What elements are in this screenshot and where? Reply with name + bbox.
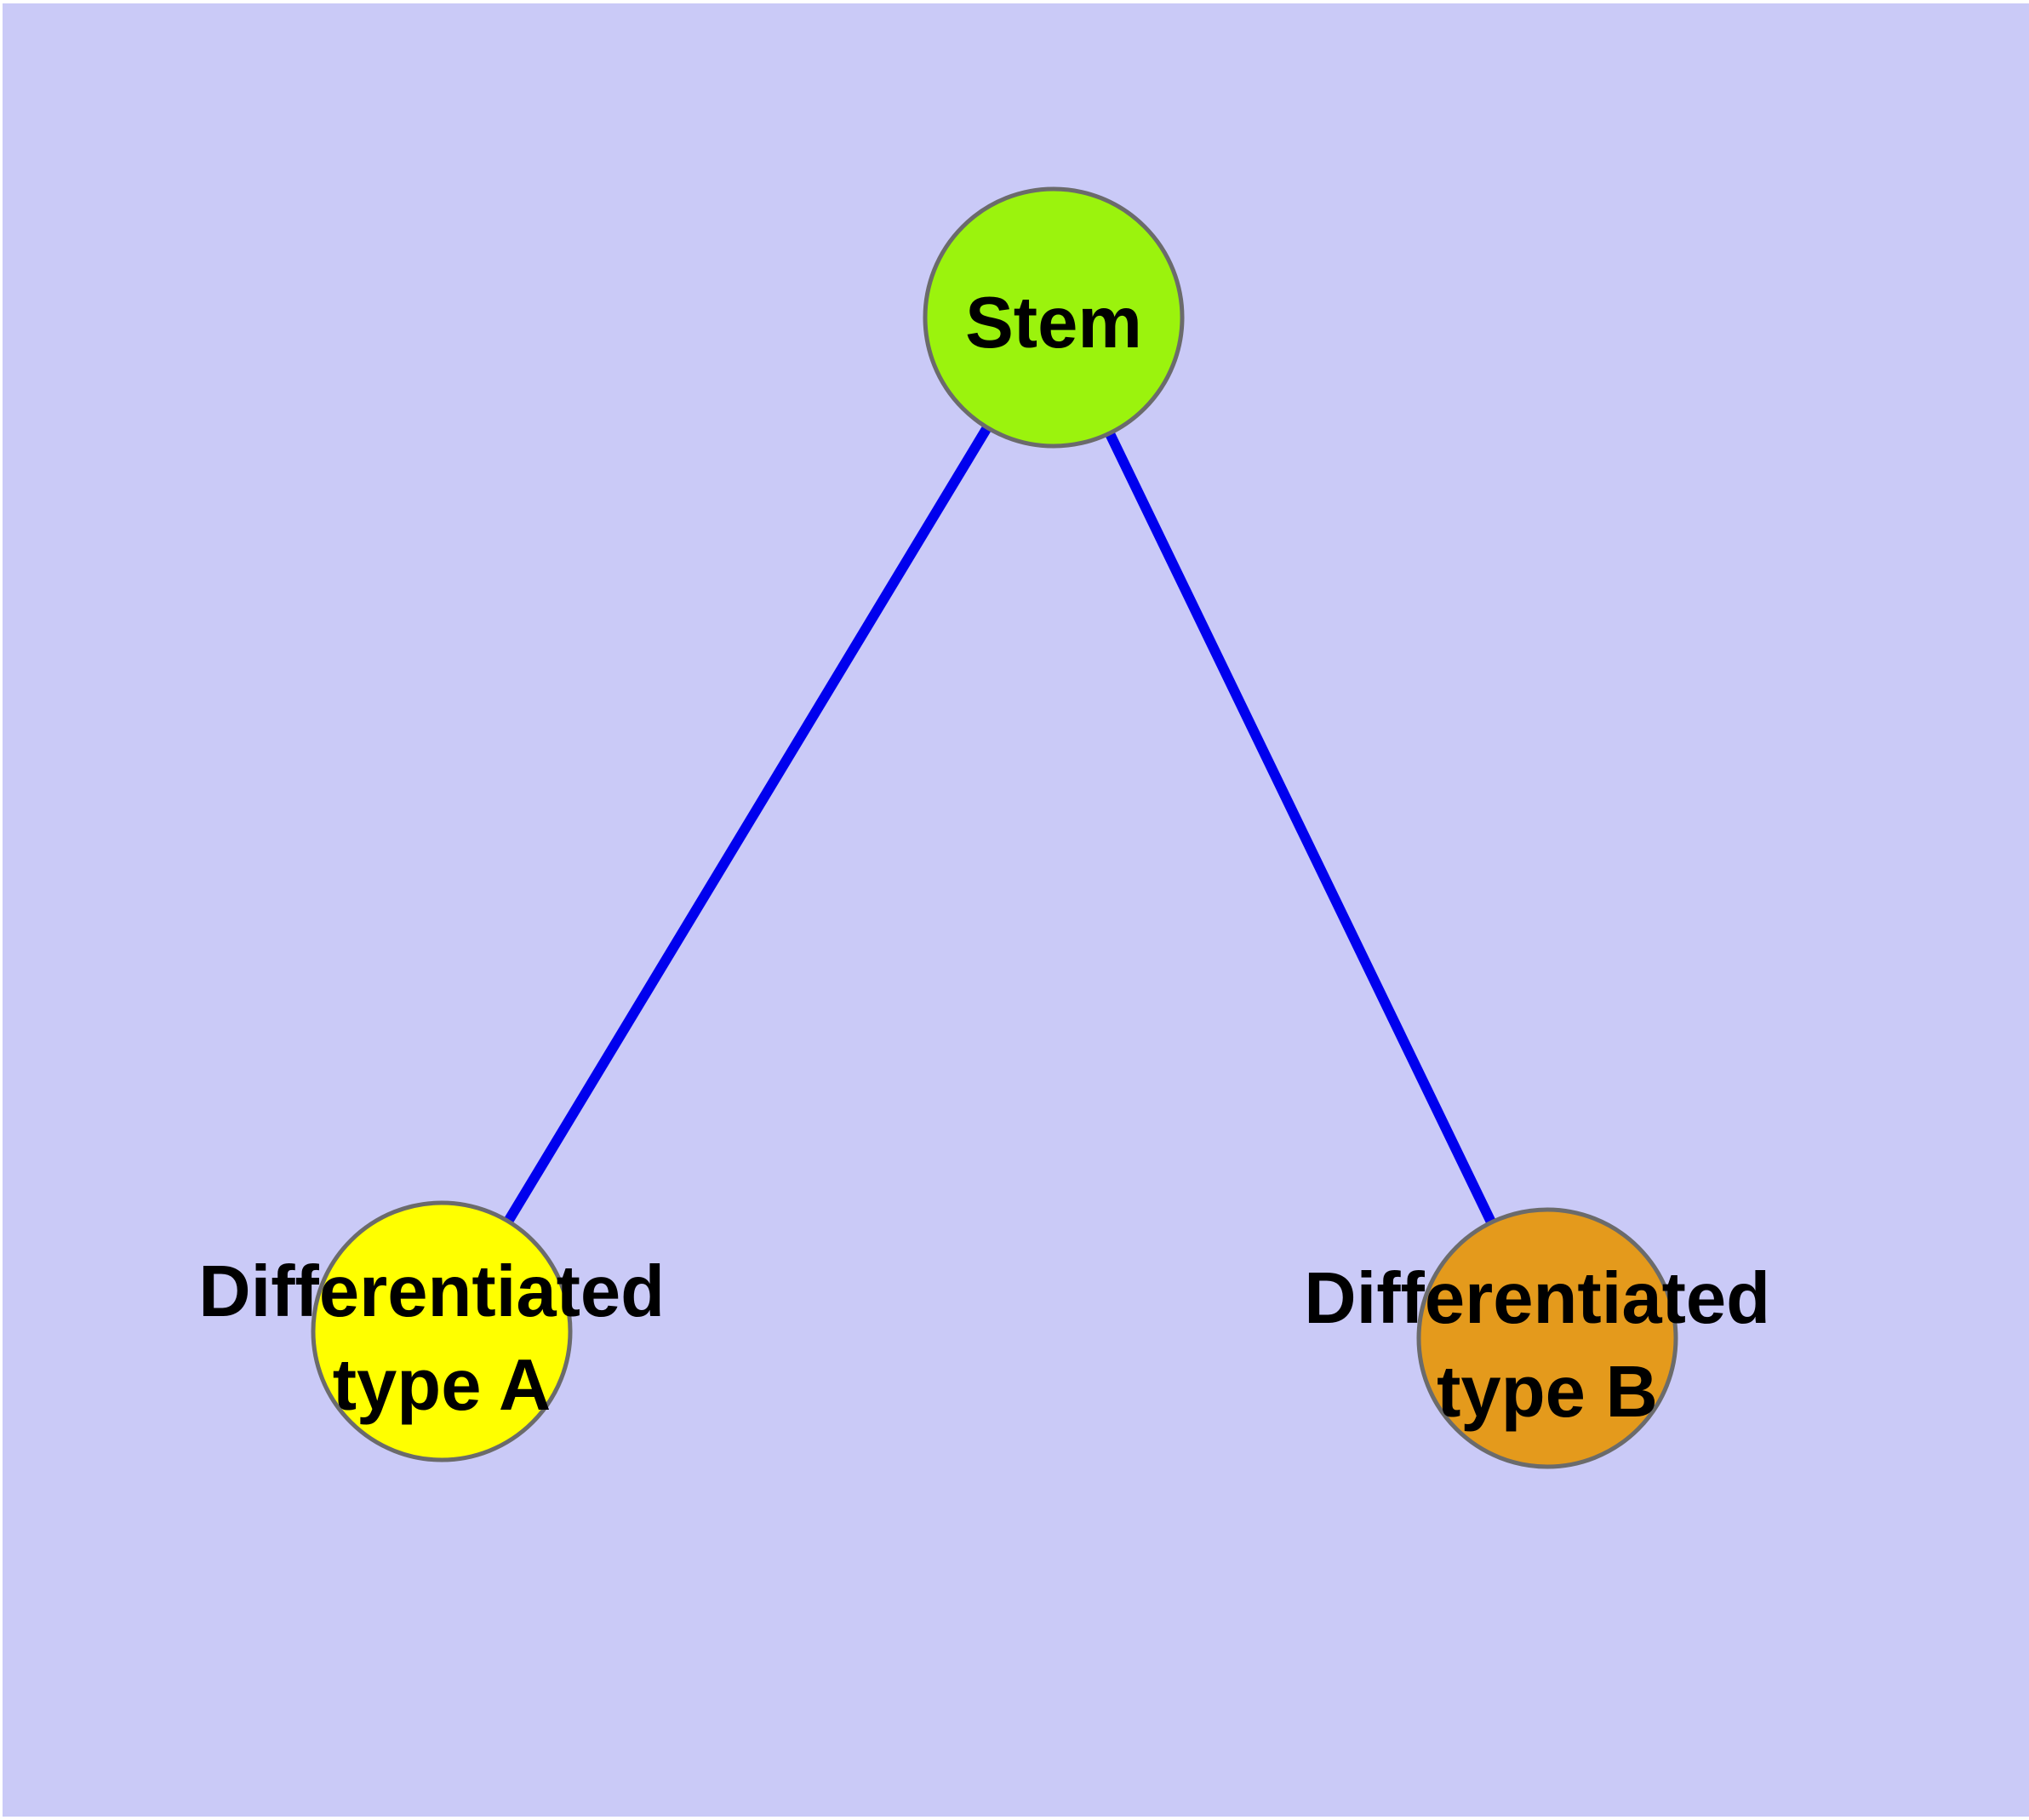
node-diff-a-label-line2: type A <box>333 1345 552 1426</box>
node-stem-circle <box>923 186 1185 449</box>
edge-stem-to-diff-b <box>1049 315 1552 1341</box>
edge-stem-to-diff-a <box>437 314 1059 1335</box>
node-diff-b-label-line2: type B <box>1437 1352 1658 1433</box>
node-diff-a-label: Differentiated type A <box>198 1251 684 1426</box>
node-diff-b-label-line1: Differentiated <box>1304 1258 1770 1339</box>
node-diff-a-circle <box>311 1200 573 1462</box>
node-diff-b-label: Differentiated type B <box>1304 1258 1790 1433</box>
node-diff-a-label-line1: Differentiated <box>198 1251 665 1332</box>
node-stem-label: Stem <box>965 283 1142 363</box>
node-diff-b-circle <box>1416 1207 1678 1469</box>
